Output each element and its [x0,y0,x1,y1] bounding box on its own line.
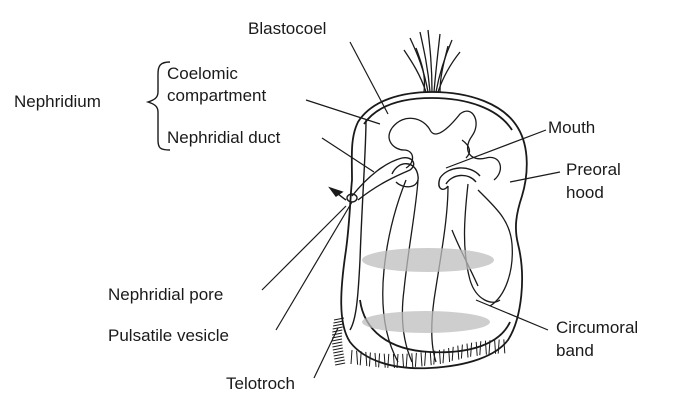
cilium [471,343,472,357]
label-blastocoel: Blastocoel [248,19,326,39]
cilium [425,352,426,366]
cilium [388,354,389,368]
label-telotroch: Telotroch [226,374,295,394]
label-preoral-line2: hood [566,183,604,203]
apical-tuft [404,30,460,92]
cilium [384,354,385,368]
leader-circumoral-band [476,300,548,330]
cilium [375,353,376,367]
cilium [458,346,459,360]
cilium [357,351,358,365]
cilium [452,347,453,361]
cilium [334,354,344,356]
cilium [449,348,450,362]
cilium [406,354,407,368]
cilium [332,339,342,341]
leader-blastocoel [350,42,388,114]
cilium [480,341,481,355]
mouth-region [392,164,480,190]
cilium [351,350,352,364]
cilium [467,344,468,358]
cilium [504,339,505,353]
cilium [461,345,462,359]
cilium [332,345,342,347]
label-pulsatile-vesicle: Pulsatile vesicle [108,326,229,346]
cilium [334,357,344,359]
label-circumoral-line2: band [556,341,594,361]
cilium [369,352,370,366]
leader-nephridial-duct [322,138,374,172]
label-circumoral-line1: Circumoral [556,318,638,338]
label-mouth: Mouth [548,118,595,138]
cilium [332,333,342,335]
label-nephridium: Nephridium [14,92,101,112]
cilium [421,352,422,366]
cilium [403,354,404,368]
leader-preoral-hood [510,172,560,182]
cilium [335,363,345,365]
cilium [333,324,343,326]
leader-mouth [446,130,546,168]
cilium [498,340,499,354]
cilium [485,341,486,355]
cilium [476,342,477,356]
label-coelomic-line1: Coelomic [167,64,238,84]
cilium [360,351,361,365]
cilium [333,351,343,353]
cilium [379,353,380,367]
gut-outline [389,111,500,180]
label-preoral-line1: Preoral [566,160,621,180]
cilium [412,353,413,367]
leader-coelomic-compartment [306,100,380,124]
cilium [335,360,345,362]
cilium [430,351,431,365]
label-nephridial-pore: Nephridial pore [108,285,223,305]
leader-nephridial-pore [262,206,346,290]
label-coelomic-line2: compartment [167,86,266,106]
cilium [332,342,342,344]
cilium [415,353,416,367]
label-nephridial-duct: Nephridial duct [167,128,280,148]
cilium [366,352,367,366]
cilium [333,348,343,350]
